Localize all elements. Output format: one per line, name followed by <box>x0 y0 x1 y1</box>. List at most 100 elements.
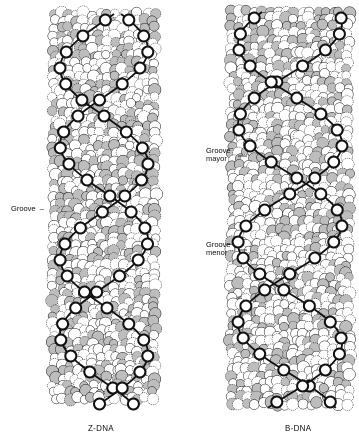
phosphate <box>235 109 246 120</box>
phosphate <box>142 239 153 250</box>
phosphate <box>249 93 260 104</box>
atom <box>147 393 158 404</box>
phosphate <box>325 397 336 408</box>
phosphate <box>97 207 108 218</box>
phosphate <box>55 143 66 154</box>
phosphate <box>291 93 302 104</box>
atom <box>280 322 289 331</box>
phosphate <box>136 175 147 186</box>
phosphate <box>315 109 326 120</box>
phosphate <box>238 253 249 264</box>
phosphate <box>104 191 115 202</box>
atom <box>249 400 259 410</box>
phosphate <box>94 399 105 410</box>
phosphate <box>60 79 71 90</box>
phosphate <box>138 335 149 346</box>
atom <box>311 397 323 409</box>
atom <box>150 92 159 101</box>
phosphate <box>117 79 128 90</box>
phosphate <box>61 47 72 58</box>
groove-menor-line2: menor <box>206 248 227 257</box>
atom <box>317 19 328 30</box>
phosphate <box>77 31 88 42</box>
phosphate <box>254 269 265 280</box>
phosphate <box>233 237 244 248</box>
atom <box>125 141 134 150</box>
phosphate <box>238 333 249 344</box>
atom <box>110 71 119 80</box>
z-groove-text: Groove <box>11 204 36 213</box>
phosphate <box>94 95 105 106</box>
phosphate <box>291 173 302 184</box>
atom <box>287 398 299 410</box>
phosphate <box>142 351 153 362</box>
phosphate <box>100 15 111 26</box>
phosphate <box>91 287 102 298</box>
phosphate <box>336 221 347 232</box>
b-dna-model <box>224 5 357 411</box>
phosphate <box>278 285 289 296</box>
atom <box>102 50 110 58</box>
z-dna-caption: Z-DNA <box>88 424 114 433</box>
phosphate <box>233 317 244 328</box>
phosphate <box>259 285 270 296</box>
phosphate <box>336 13 347 24</box>
phosphate <box>297 61 308 72</box>
phosphate <box>309 173 320 184</box>
phosphate <box>245 61 256 72</box>
phosphate <box>128 399 139 410</box>
z-groove-label: Groove – <box>11 205 44 213</box>
atom <box>232 180 243 191</box>
atom <box>336 41 345 50</box>
atom <box>288 14 297 23</box>
phosphate <box>75 223 86 234</box>
phosphate <box>245 141 256 152</box>
phosphate <box>266 77 277 88</box>
phosphate <box>58 127 69 138</box>
phosphate <box>325 317 336 328</box>
atom <box>271 235 282 246</box>
phosphate <box>143 159 154 170</box>
phosphate <box>121 127 132 138</box>
phosphate <box>315 189 326 200</box>
phosphate <box>240 221 251 232</box>
phosphate <box>138 31 149 42</box>
phosphate <box>55 335 66 346</box>
phosphate <box>334 29 345 40</box>
phosphate <box>309 253 320 264</box>
phosphate <box>234 125 245 136</box>
phosphate <box>59 239 70 250</box>
phosphate <box>139 223 150 234</box>
phosphate <box>114 271 125 282</box>
phosphate <box>297 381 308 392</box>
atom <box>96 352 105 361</box>
phosphate <box>99 111 110 122</box>
atom <box>343 368 355 380</box>
z-groove-tick: – <box>38 204 44 213</box>
phosphate <box>266 157 277 168</box>
phosphate <box>240 301 251 312</box>
phosphate <box>70 303 81 314</box>
phosphate <box>123 319 134 330</box>
atom <box>241 349 250 358</box>
atom <box>63 22 72 31</box>
atom <box>342 399 353 410</box>
atom <box>244 379 252 387</box>
phosphate <box>336 141 347 152</box>
phosphate <box>278 365 289 376</box>
phosphate <box>254 349 265 360</box>
phosphate <box>142 47 153 58</box>
phosphate <box>123 15 134 26</box>
phosphate <box>63 159 74 170</box>
phosphate <box>334 349 345 360</box>
phosphate <box>249 13 260 24</box>
phosphate <box>336 333 347 344</box>
groove-menor-label: Groove menor <box>206 241 231 257</box>
atom <box>47 106 57 116</box>
phosphate <box>65 351 76 362</box>
atom <box>233 399 244 410</box>
phosphate <box>332 205 343 216</box>
phosphate <box>284 189 295 200</box>
groove-mayor-line2: mayor <box>206 154 227 163</box>
phosphate <box>304 301 315 312</box>
